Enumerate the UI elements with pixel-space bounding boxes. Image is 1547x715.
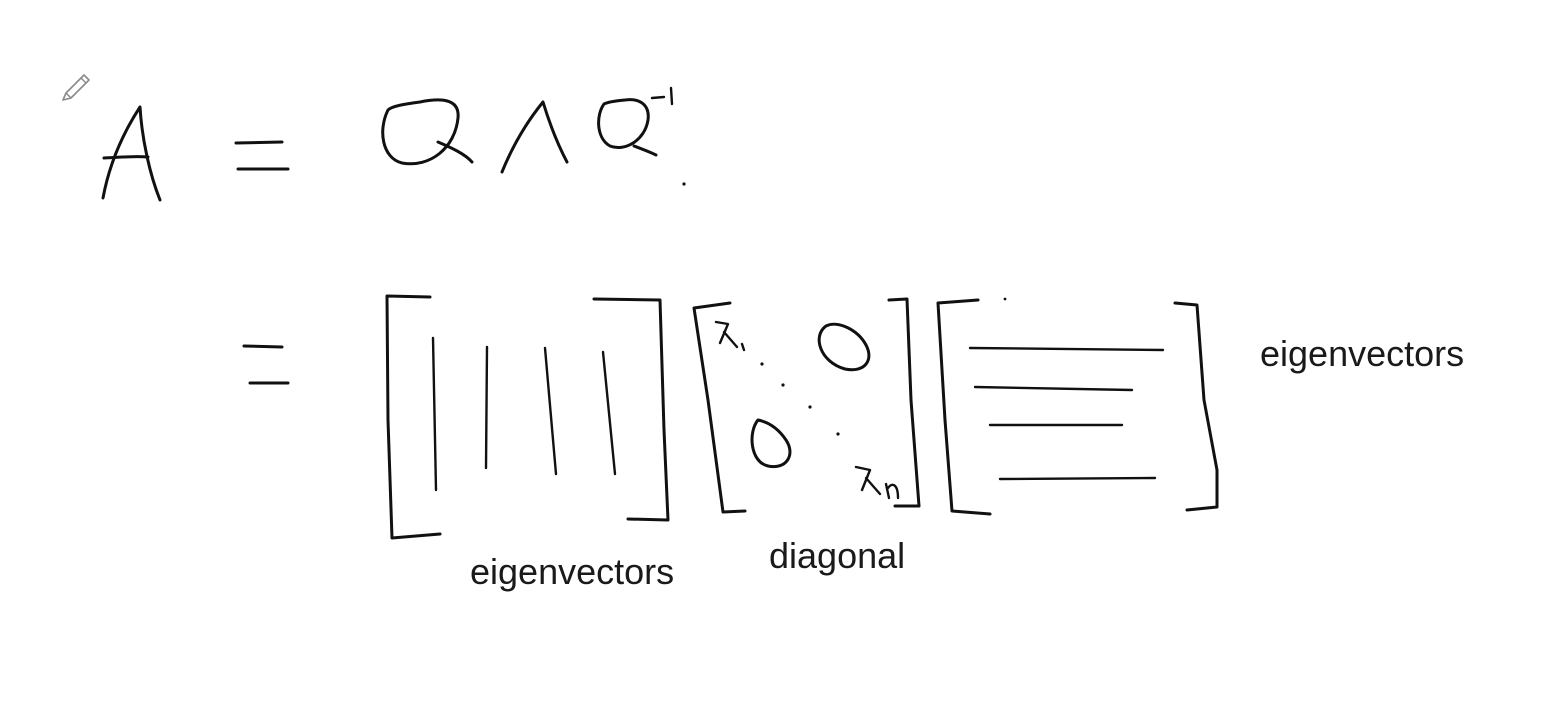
equation-line-1 (101, 86, 686, 202)
pencil-tool-button[interactable] (58, 70, 94, 106)
matrix-column-eigenvectors (385, 294, 670, 540)
equation-line-2 (242, 294, 1219, 540)
handwritten-Q (381, 98, 474, 166)
handwritten-equals-2 (242, 344, 290, 385)
matrix-row-eigenvectors (936, 297, 1219, 516)
matrix-diagonal (692, 297, 921, 514)
label-diagonal: diagonal (769, 535, 906, 576)
handwritten-Lambda (500, 100, 569, 174)
label-eigenvectors-left: eigenvectors (470, 551, 675, 592)
pencil-icon (62, 74, 90, 101)
handwritten-A (101, 105, 162, 202)
handwritten-Q-inverse (597, 86, 686, 186)
label-eigenvectors-right: eigenvectors (1260, 333, 1465, 374)
handwritten-equals-1 (234, 140, 290, 171)
